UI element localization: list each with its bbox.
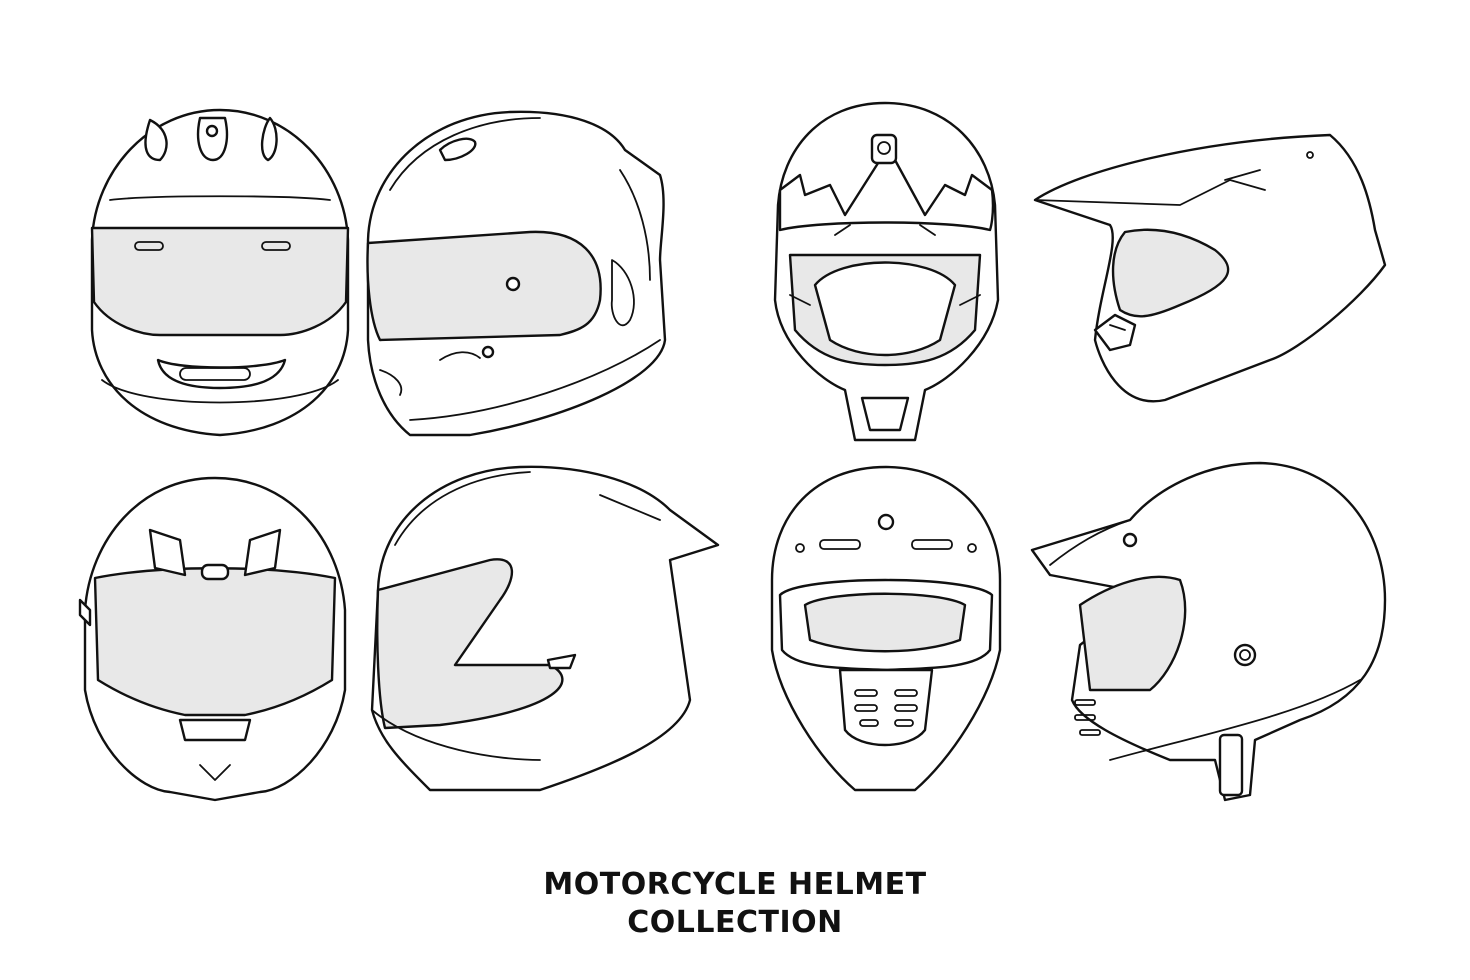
retro-mx-helmet-side-icon <box>1030 461 1387 802</box>
motocross-helmet-front-icon <box>773 101 1000 442</box>
collection-title-line-2: COLLECTION <box>627 905 843 940</box>
retro-mx-helmet-front-icon <box>770 465 1002 792</box>
full-face-helmet-side-icon <box>366 110 667 437</box>
race-helmet-front-icon <box>78 476 347 802</box>
motocross-helmet-side-icon <box>1033 133 1387 403</box>
full-face-helmet-front-icon <box>90 108 350 437</box>
race-helmet-side-icon <box>370 465 720 792</box>
collection-title-line-1: MOTORCYCLE HELMET <box>543 867 927 902</box>
